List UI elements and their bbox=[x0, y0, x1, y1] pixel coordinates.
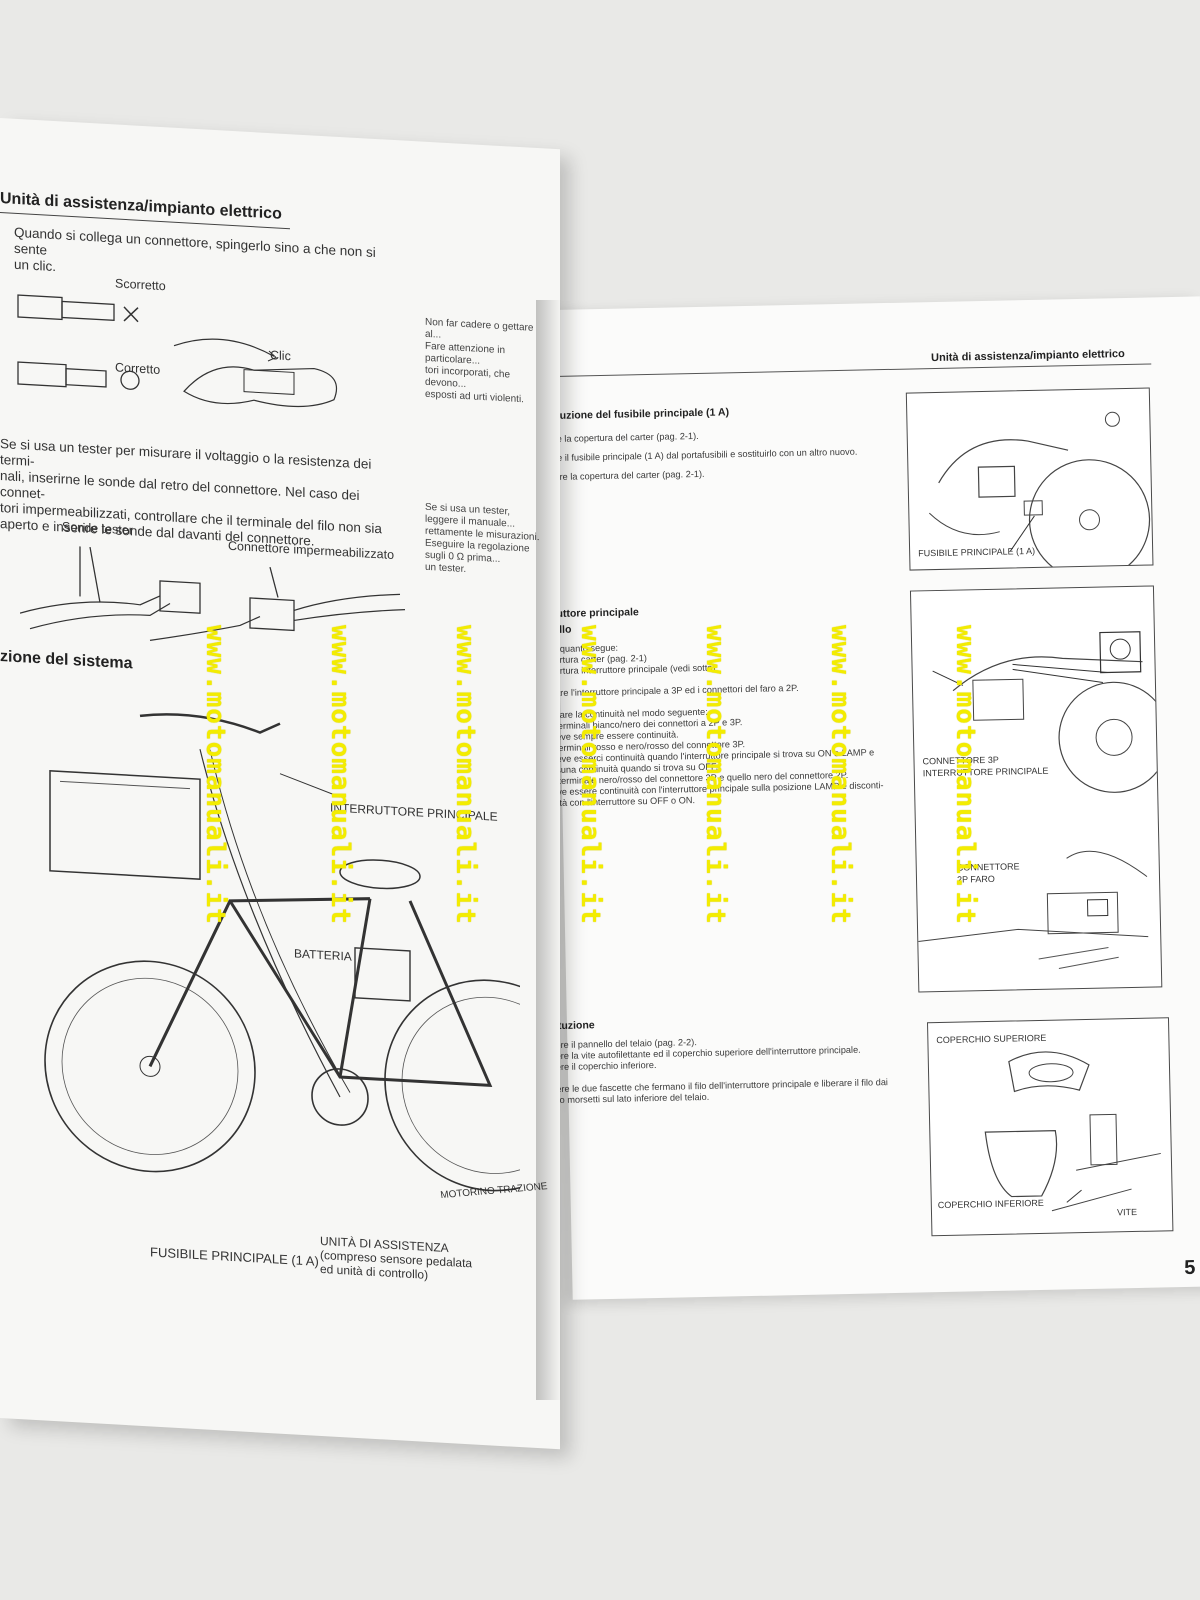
sec1-line: e la copertura del carter (pag. 2-1). bbox=[556, 430, 699, 444]
right-header: Unità di assistenza/impianto elettrico bbox=[930, 348, 1125, 365]
system-title: zione del sistema bbox=[0, 648, 133, 673]
sec3-text: ere il pannello del telaio (pag. 2-2).er… bbox=[555, 1033, 916, 1107]
watermark: www.motomanuali.it bbox=[200, 625, 230, 925]
tester-drawing bbox=[20, 546, 406, 641]
watermark: www.motomanuali.it bbox=[700, 625, 730, 925]
fuse-figure: FUSIBILE PRINCIPALE (1 A) bbox=[905, 387, 1154, 581]
note-drop: Non far cadere o gettare al... Fare atte… bbox=[425, 317, 545, 408]
switch-drawing bbox=[918, 631, 1170, 970]
sec1-text: e la copertura del carter (pag. 2-1). e … bbox=[557, 427, 888, 483]
fuse-drawing bbox=[928, 411, 1151, 581]
cover-drawing bbox=[984, 1051, 1161, 1212]
note-tester: Se si usa un tester, leggere il manuale.… bbox=[425, 502, 545, 581]
sec1-line: e il fusibile principale (1 A) dal porta… bbox=[556, 446, 858, 463]
sec1-title: tuzione del fusibile principale (1 A) bbox=[556, 406, 730, 422]
right-page: Unità di assistenza/impianto elettrico t… bbox=[548, 296, 1200, 1300]
left-page: Unità di assistenza/impianto elettrico Q… bbox=[0, 118, 560, 1450]
page-number: 5 bbox=[1183, 1256, 1196, 1279]
cover-figure: COPERCHIO SUPERIORE COPERCHIO INFERIORE … bbox=[926, 1017, 1174, 1237]
watermark: www.motomanuali.it bbox=[950, 625, 980, 925]
watermark: www.motomanuali.it bbox=[825, 625, 855, 925]
label-scorretto: Scorretto bbox=[115, 276, 166, 294]
fig3-label-screw: VITE bbox=[1116, 1206, 1138, 1218]
label-unita: UNITÀ DI ASSISTENZA (compreso sensore pe… bbox=[320, 1234, 472, 1285]
label-clic: Clic bbox=[270, 348, 291, 364]
sec1-line: ire la copertura del carter (pag. 2-1). bbox=[557, 468, 705, 482]
connector-drawings bbox=[17, 294, 338, 408]
header-rule bbox=[553, 363, 1152, 377]
label-corretto: Corretto bbox=[115, 360, 161, 377]
watermark: www.motomanuali.it bbox=[325, 625, 355, 925]
watermark: www.motomanuali.it bbox=[450, 625, 480, 925]
left-section-title: Unità di assistenza/impianto elettrico bbox=[0, 190, 282, 223]
bicycle-drawing bbox=[44, 713, 520, 1192]
switch-figure: CONNETTORE 3P INTERRUTTORE PRINCIPALE CO… bbox=[909, 585, 1170, 993]
spine-shadow bbox=[536, 300, 562, 1400]
watermark: www.motomanuali.it bbox=[575, 625, 605, 925]
intro-text: Quando si collega un connettore, spinger… bbox=[14, 225, 394, 294]
